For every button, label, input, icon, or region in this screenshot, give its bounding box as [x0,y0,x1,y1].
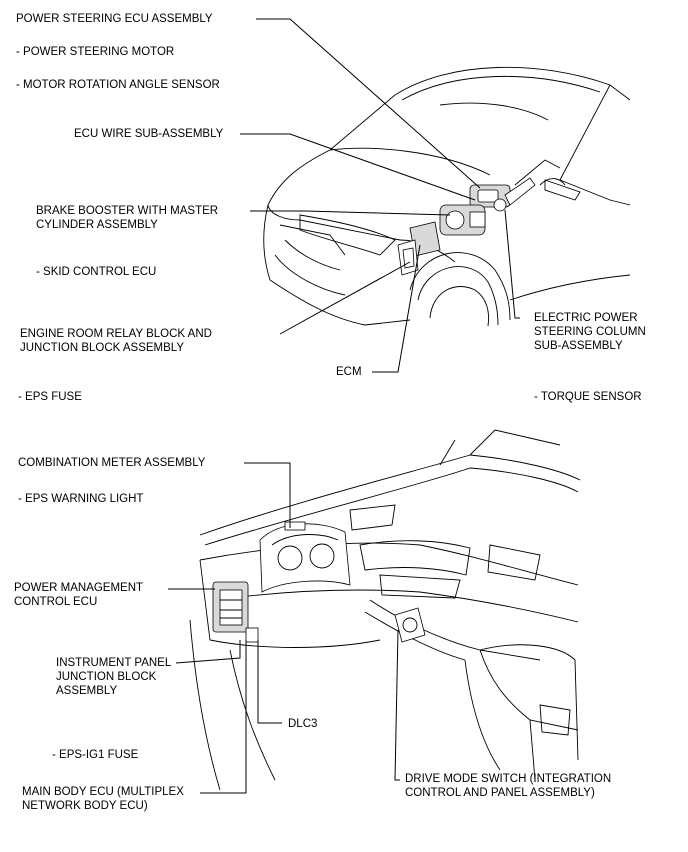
power-steering-motor-label: - POWER STEERING MOTOR [16,46,175,58]
combination-meter-label: COMBINATION METER ASSEMBLY [18,457,206,469]
car-front-illustration [263,66,631,327]
power-steering-ecu-label: POWER STEERING ECU ASSEMBLY [16,13,213,25]
drive-mode-switch-label: DRIVE MODE SWITCH (INTEGRATION CONTROL A… [405,773,612,799]
dlc3-label: DLC3 [288,718,318,730]
instrument-panel-jb-label: INSTRUMENT PANEL JUNCTION BLOCK ASSEMBLY [56,657,172,697]
eps-fuse-label: - EPS FUSE [18,391,82,403]
power-management-ecu-part [212,581,259,643]
interior-illustration [189,429,581,791]
eps-column-label: ELECTRIC POWER STEERING COLUMN SUB-ASSEM… [534,312,646,352]
ecu-wire-label: ECU WIRE SUB-ASSEMBLY [74,128,224,140]
main-body-ecu-label: MAIN BODY ECU (MULTIPLEX NETWORK BODY EC… [22,786,184,812]
brake-booster-label: BRAKE BOOSTER WITH MASTER CYLINDER ASSEM… [36,205,219,231]
leader-lines-top [240,18,520,373]
torque-sensor-label: - TORQUE SENSOR [534,391,642,403]
skid-control-ecu-label: - SKID CONTROL ECU [36,266,157,278]
eps-warning-light-label: - EPS WARNING LIGHT [18,493,144,505]
motor-rotation-sensor-label: - MOTOR ROTATION ANGLE SENSOR [16,79,220,91]
leader-lines-bottom [168,462,400,794]
engine-room-relay-label: ENGINE ROOM RELAY BLOCK AND JUNCTION BLO… [20,328,212,354]
eps-ig1-fuse-label: - EPS-IG1 FUSE [52,749,139,761]
drive-mode-switch-part [394,607,426,643]
combination-meter-part [259,521,351,593]
power-management-ecu-label: POWER MANAGEMENT CONTROL ECU [14,582,144,608]
brake-booster-parts [439,204,486,236]
ecm-label: ECM [336,366,362,378]
steering-column-parts [469,159,561,212]
